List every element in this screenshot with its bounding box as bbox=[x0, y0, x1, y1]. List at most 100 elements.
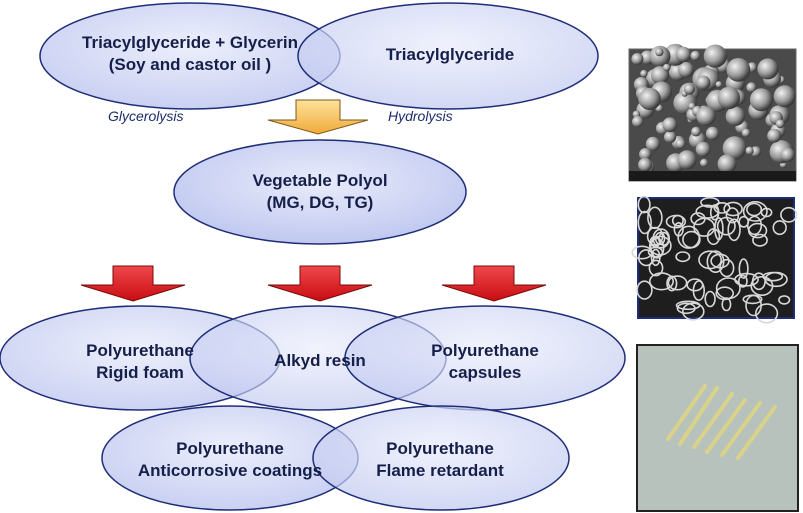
microsphere bbox=[675, 46, 692, 63]
foam-cell bbox=[754, 303, 779, 324]
microsphere bbox=[700, 158, 709, 167]
microsphere bbox=[749, 88, 773, 112]
foam-cell bbox=[760, 207, 773, 218]
polyol-line2: (MG, DG, TG) bbox=[266, 193, 374, 212]
left-top-line2: (Soy and castor oil ) bbox=[108, 55, 272, 74]
foam-cell bbox=[778, 295, 791, 305]
microsphere bbox=[632, 115, 644, 128]
microsphere bbox=[722, 136, 747, 161]
product-2-line1: Alkyd resin bbox=[274, 351, 366, 370]
red-down-arrow-center bbox=[267, 265, 373, 302]
label-product-alkyd-resin: Alkyd resin bbox=[240, 350, 400, 372]
microsphere bbox=[650, 66, 670, 85]
microsphere bbox=[675, 138, 686, 149]
ellipse-vegetable-polyol bbox=[173, 139, 467, 245]
label-vegetable-polyol: Vegetable Polyol (MG, DG, TG) bbox=[200, 170, 440, 214]
product-4-line2: Anticorrosive coatings bbox=[137, 461, 323, 480]
red-down-arrow-right bbox=[441, 265, 547, 302]
foam-cell bbox=[709, 204, 720, 221]
foam-cell bbox=[700, 196, 720, 208]
microsphere bbox=[639, 148, 652, 161]
foam-cell bbox=[738, 274, 748, 288]
microsphere bbox=[775, 119, 785, 129]
microsphere bbox=[745, 146, 754, 155]
ellipse-pu-flame-retardant bbox=[312, 405, 570, 511]
microsphere bbox=[715, 81, 723, 88]
microsphere bbox=[703, 44, 727, 68]
foam-cell bbox=[637, 195, 651, 214]
microsphere bbox=[717, 86, 741, 110]
microsphere bbox=[780, 147, 795, 162]
foam-cell bbox=[698, 250, 723, 270]
label-glycerolysis: Glycerolysis bbox=[108, 108, 184, 124]
microsphere bbox=[717, 154, 737, 174]
microsphere bbox=[631, 53, 644, 65]
foam-cell bbox=[648, 259, 664, 277]
foam-cell bbox=[650, 248, 661, 267]
microsphere bbox=[741, 128, 751, 138]
microsphere bbox=[757, 58, 779, 80]
polyol-line1: Vegetable Polyol bbox=[252, 171, 388, 190]
label-product-capsules: Polyurethane capsules bbox=[385, 340, 585, 384]
foam-cell bbox=[714, 217, 724, 241]
foam-cell bbox=[636, 280, 653, 300]
product-5-line2: Flame retardant bbox=[376, 461, 504, 480]
foam-cell bbox=[671, 214, 684, 227]
microsphere bbox=[726, 58, 751, 82]
microsphere bbox=[645, 136, 661, 152]
microsphere bbox=[746, 82, 757, 93]
label-product-rigid-foam: Polyurethane Rigid foam bbox=[40, 340, 240, 384]
foam-cell bbox=[750, 275, 774, 296]
left-top-line1: Triacylglyceride + Glycerin bbox=[82, 33, 298, 52]
microsphere bbox=[638, 87, 661, 111]
microsphere bbox=[773, 85, 796, 108]
foam-cell bbox=[675, 251, 691, 263]
foam-cell bbox=[752, 233, 768, 247]
foam-cell bbox=[666, 275, 678, 292]
foam-cell bbox=[692, 280, 705, 302]
foam-cell bbox=[719, 258, 735, 278]
foam-cell bbox=[715, 286, 735, 301]
foam-cell bbox=[723, 201, 743, 217]
microsphere bbox=[691, 126, 701, 137]
red-down-arrow-left bbox=[80, 265, 186, 302]
microsphere bbox=[683, 83, 695, 95]
foam-cell bbox=[652, 228, 671, 249]
yellow-down-arrow bbox=[267, 99, 369, 135]
photo-pu-sticks bbox=[636, 344, 799, 512]
microsphere bbox=[695, 141, 711, 157]
product-5-line1: Polyurethane bbox=[386, 439, 494, 458]
foam-cell bbox=[746, 202, 763, 217]
photo-sem-microspheres bbox=[628, 43, 797, 182]
foam-cell bbox=[667, 275, 688, 291]
foam-cell bbox=[681, 302, 705, 321]
foam-cell bbox=[704, 290, 716, 308]
foam-cell bbox=[742, 294, 763, 305]
microsphere bbox=[725, 106, 746, 127]
label-product-anticorrosive: Polyurethane Anticorrosive coatings bbox=[120, 438, 340, 482]
microsphere bbox=[690, 50, 701, 61]
microsphere bbox=[662, 117, 678, 133]
microsphere bbox=[655, 47, 664, 57]
microsphere bbox=[696, 75, 711, 90]
product-4-line1: Polyurethane bbox=[176, 439, 284, 458]
right-top-line1: Triacylglyceride bbox=[385, 45, 515, 64]
foam-cell bbox=[780, 206, 798, 223]
microsphere bbox=[677, 150, 697, 170]
photo-sem-foam bbox=[631, 195, 798, 324]
microsphere bbox=[705, 126, 720, 141]
microsphere bbox=[678, 61, 694, 78]
product-1-line1: Polyurethane bbox=[86, 341, 194, 360]
microsphere bbox=[767, 128, 782, 143]
microsphere bbox=[664, 130, 677, 144]
product-3-line2: capsules bbox=[448, 363, 522, 382]
foam-cell bbox=[738, 258, 749, 279]
foam-cell bbox=[637, 210, 652, 235]
microsphere bbox=[640, 69, 648, 78]
product-1-line2: Rigid foam bbox=[96, 363, 184, 382]
foam-cell bbox=[738, 215, 750, 228]
foam-cell bbox=[675, 300, 701, 311]
foam-cell bbox=[677, 225, 701, 249]
foam-cell bbox=[647, 246, 664, 258]
